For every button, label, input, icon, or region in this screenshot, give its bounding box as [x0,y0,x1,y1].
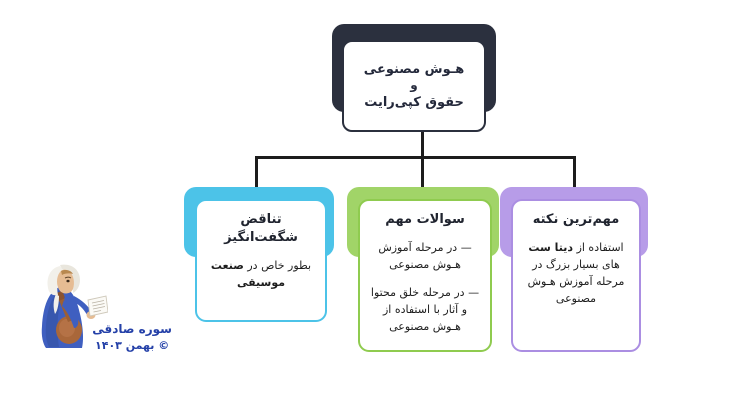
branch-2-card: سوالات مهم — در مرحله آموزش هـوش مصنوعی … [358,199,492,352]
branch-3-paragraph-1-tail: ‌های بسیار بزرگ در مرحله آموزش هـوش مصنو… [527,258,625,306]
branch-1-paragraph-1: بطور خاص در صنعت موسیقی [206,257,316,291]
signature-copyright-date: © بهمن ۱۴۰۳ [95,339,170,353]
branch-3-paragraph-1-bold: دیتا ست [528,241,574,255]
branch-1-paragraph-1-text: بطور خاص در [247,259,312,273]
branch-2-paragraph-2-prefix: — [468,286,480,300]
signature-author-name: سوره صادقی [92,321,172,336]
branch-2-paragraph-1: — در مرحله آموزش هـوش مصنوعی [369,239,481,273]
branch-3-paragraph-1: استفاده از دیتا ست ‌های بسیار بزرگ در مر… [522,239,630,307]
branch-1-heading: تناقض شگفت‌انگیز [224,212,298,246]
branch-node-3: مهم‌ترین نکته استفاده از دیتا ست ‌های بس… [500,187,648,352]
root-node: هـوش مصنوعی و حقوق کپی‌رایت [332,24,496,132]
connector-branch-2-drop [421,156,424,188]
branch-1-paragraph-1-bold: صنعت موسیقی [210,259,286,290]
branch-2-paragraph-2: — در مرحله خلق محتوا و آثار با استفاده ا… [369,284,481,335]
connector-branch-1-drop [255,156,258,188]
branch-node-1: تناقض شگفت‌انگیز بطور خاص در صنعت موسیقی [184,187,334,322]
branch-1-card: تناقض شگفت‌انگیز بطور خاص در صنعت موسیقی [195,199,327,322]
branch-2-heading: سوالات مهم [385,212,465,227]
branch-3-paragraph-1-text: استفاده از [576,241,624,255]
signature-block: سوره صادقی © بهمن ۱۴۰۳ [28,256,176,360]
root-title-line-2: حقوق کپی‌رایت [364,94,464,110]
connector-branch-3-drop [573,156,576,188]
branch-3-card: مهم‌ترین نکته استفاده از دیتا ست ‌های بس… [511,199,641,352]
root-title-conjunction: و [410,78,418,93]
branch-2-paragraph-1-prefix: — [460,241,472,255]
connector-root-stem [421,131,424,177]
connector-horizontal-bar [255,156,576,159]
root-node-card: هـوش مصنوعی و حقوق کپی‌رایت [342,40,486,132]
branch-3-heading: مهم‌ترین نکته [532,212,620,227]
branch-node-2: سوالات مهم — در مرحله آموزش هـوش مصنوعی … [347,187,499,352]
root-title-line-1: هـوش مصنوعی [363,61,465,77]
signature-text: سوره صادقی © بهمن ۱۴۰۳ [92,321,172,354]
branch-2-paragraph-1-text: در مرحله آموزش هـوش مصنوعی [378,241,461,272]
seated-musician-reading-illustration [41,264,108,348]
branch-2-paragraph-2-text: در مرحله خلق محتوا و آثار با استفاده از … [370,286,468,334]
